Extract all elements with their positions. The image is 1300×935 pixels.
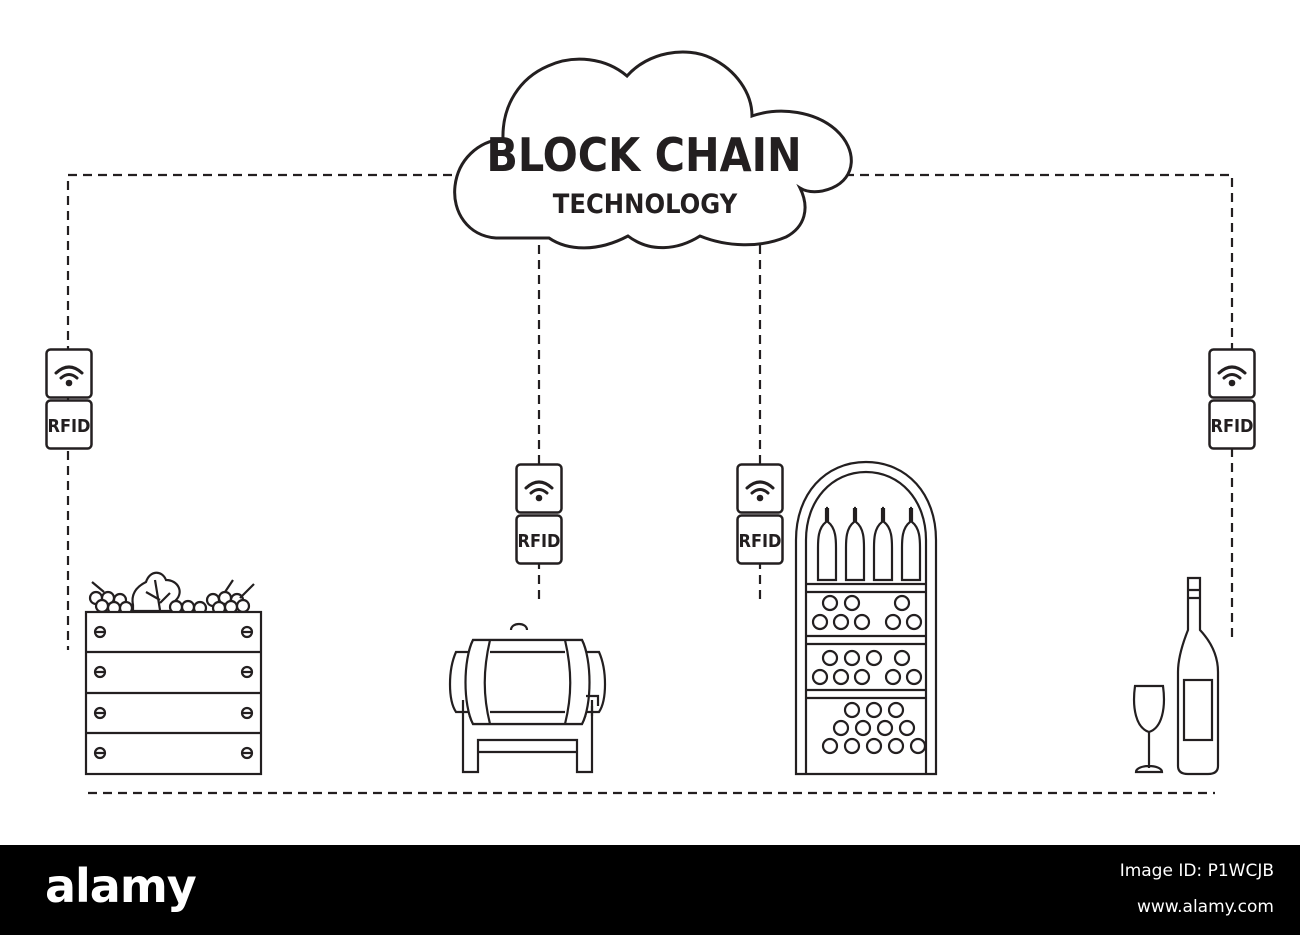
image-id: Image ID: P1WCJB bbox=[1119, 861, 1274, 881]
wine-glass-icon bbox=[1132, 684, 1166, 774]
blockchain-cloud: BLOCK CHAIN TECHNOLOGY bbox=[453, 50, 853, 250]
wine-rack-icon bbox=[794, 460, 938, 776]
rfid-label: RFID bbox=[517, 531, 560, 552]
blockchain-diagram: BLOCK CHAIN TECHNOLOGY RFID RFID RFID RF… bbox=[45, 50, 1256, 795]
alamy-url: www.alamy.com bbox=[1136, 897, 1274, 917]
title-technology: TECHNOLOGY bbox=[553, 189, 738, 220]
rfid-tag-right: RFID bbox=[1208, 348, 1256, 450]
rfid-label: RFID bbox=[738, 531, 781, 552]
right-connector-line bbox=[845, 173, 1234, 640]
left-connector-line bbox=[66, 173, 452, 650]
watermark-footer: alamy Image ID: P1WCJB www.alamy.com bbox=[0, 845, 1300, 935]
cloud-icon bbox=[453, 50, 853, 250]
rfid-tag-barrel: RFID bbox=[515, 463, 563, 565]
wine-barrel-icon bbox=[448, 622, 607, 774]
rfid-label: RFID bbox=[47, 416, 90, 437]
rfid-tag-left: RFID bbox=[45, 348, 93, 450]
title-block-chain: BLOCK CHAIN bbox=[486, 128, 801, 182]
grape-crate-icon bbox=[84, 571, 263, 776]
wine-bottle-icon bbox=[1176, 576, 1220, 776]
rfid-tag-rack: RFID bbox=[736, 463, 784, 565]
alamy-logo: alamy bbox=[45, 859, 197, 913]
rfid-label: RFID bbox=[1210, 416, 1253, 437]
